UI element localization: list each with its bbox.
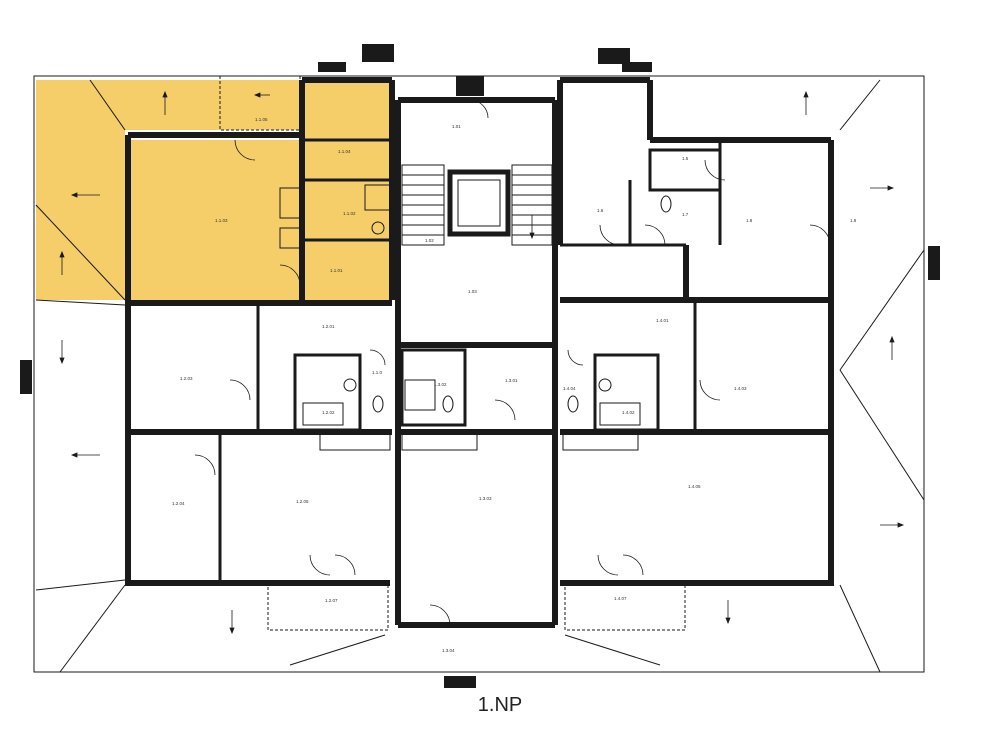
room-label: 1.1.04 (338, 149, 351, 154)
room-label: 1.2.01 (322, 324, 335, 329)
highlight-terrace-left (36, 80, 300, 300)
vents (20, 44, 940, 688)
walls-partition (218, 138, 722, 583)
room-label: 1.4.03 (734, 386, 747, 391)
room-label: 1.6 (597, 208, 604, 213)
highlight-rooms (303, 80, 391, 300)
room-label: 1.4.01 (656, 318, 669, 323)
room-label: 1.4.04 (563, 386, 576, 391)
slope-arrows (59, 90, 905, 635)
room-label: 1.7 (682, 212, 689, 217)
room-label: 1.2.02 (322, 410, 335, 415)
room-label: 1.4.07 (614, 596, 627, 601)
room-label: 1.01 (452, 124, 461, 129)
room-label: 1.2.07 (325, 598, 338, 603)
room-label: 1.9 (850, 218, 857, 223)
floor-label: 1.NP (477, 694, 523, 716)
room-label: 1.4.02 (622, 410, 635, 415)
room-label: 1.8 (746, 218, 753, 223)
room-label: 1.1.01 (330, 268, 343, 273)
room-label: 1.2.05 (296, 499, 309, 504)
room-label: 1.3.03 (479, 496, 492, 501)
room-label: 1.5 (682, 156, 689, 161)
room-label: 1.3.01 (505, 378, 518, 383)
highlight-living (125, 140, 300, 300)
room-labels: 1.1.05 1.1.04 1.1.03 1.1.02 1.1.01 1.01 … (172, 117, 857, 653)
room-label: 1.2.03 (180, 376, 193, 381)
room-label: 1.3.02 (434, 382, 447, 387)
room-label: 1.02 (425, 238, 434, 243)
door-swings (194, 99, 831, 626)
room-label: 1.1.0 (372, 370, 383, 375)
room-label: 1.03 (468, 289, 477, 294)
staircase (401, 164, 553, 246)
walls-thin (33, 75, 925, 673)
room-label: 1.4.05 (688, 484, 701, 489)
lift-shaft (447, 169, 511, 237)
room-label: 1.1.05 (255, 117, 268, 122)
room-label: 1.3.04 (442, 648, 455, 653)
fixtures (279, 184, 672, 451)
room-label: 1.2.04 (172, 501, 185, 506)
room-label: 1.1.03 (215, 218, 228, 223)
lift-cabin (457, 179, 501, 227)
highlighted-unit (36, 80, 391, 300)
room-label: 1.1.02 (343, 211, 356, 216)
